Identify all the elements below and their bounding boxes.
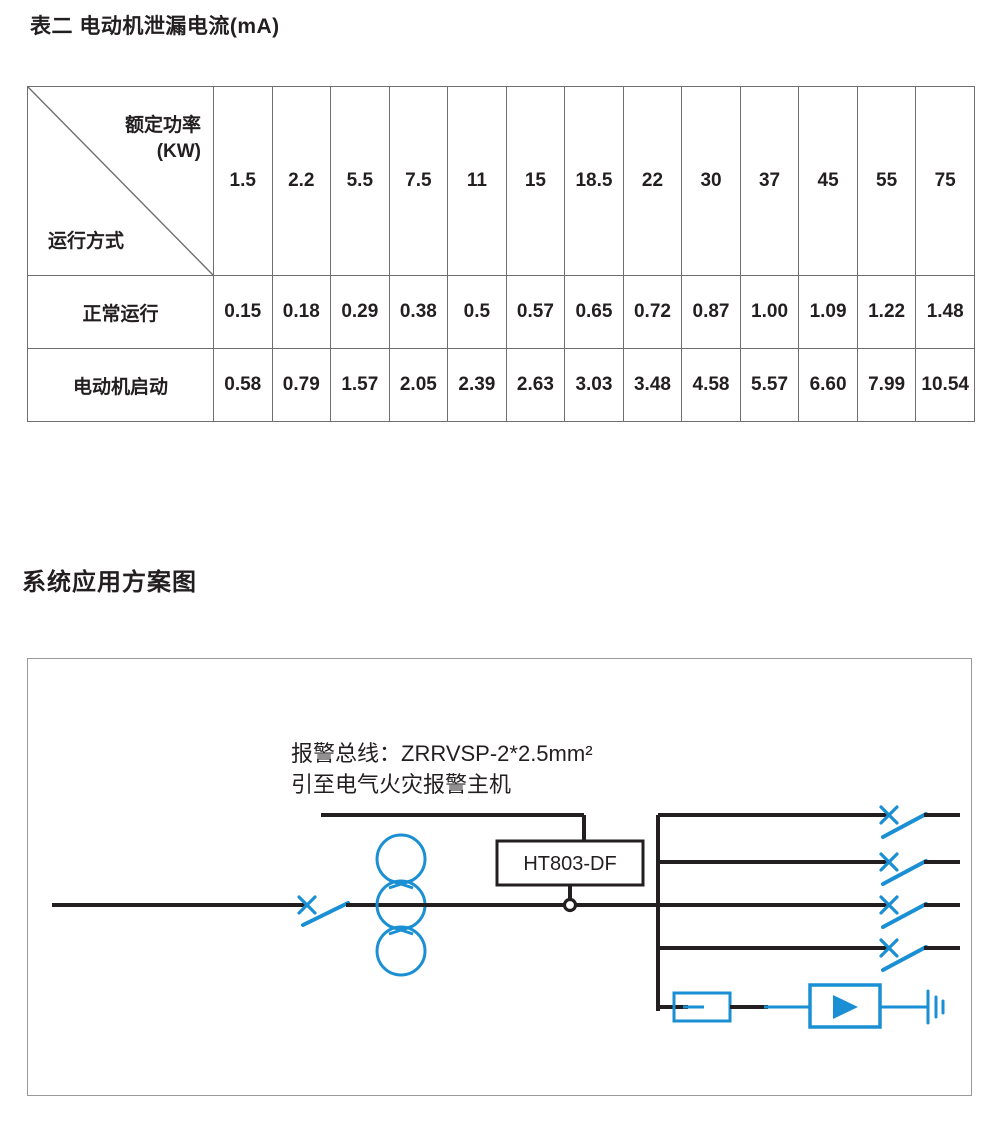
branch-switch-x-icon-4: [879, 938, 899, 958]
row-label: 正常运行: [27, 275, 214, 349]
branch-disconnect-switch-4: [881, 945, 928, 972]
table-header-row: 额定功率 (KW) 运行方式 1.5 2.2 5.5 7.5 11 15 18.…: [27, 86, 975, 276]
table-cell: 6.60: [798, 348, 858, 422]
branch-switch-x-icon-3: [879, 895, 899, 915]
column-header: 5.5: [330, 86, 390, 276]
table-cell: 0.79: [271, 348, 332, 422]
leakage-current-table: 额定功率 (KW) 运行方式 1.5 2.2 5.5 7.5 11 15 18.…: [27, 86, 975, 422]
table-cell: 0.5: [447, 275, 507, 349]
corner-bottom-label: 运行方式: [48, 231, 125, 252]
table-row: 电动机启动 0.58 0.79 1.57 2.05 2.39 2.63 3.03…: [27, 348, 975, 422]
junction-dot: [562, 897, 578, 913]
table-cell: 7.99: [856, 348, 917, 422]
table-cell: 0.65: [564, 275, 624, 349]
column-header: 2.2: [271, 86, 332, 276]
table-cell: 2.63: [505, 348, 566, 422]
branch-disconnect-switch-2: [881, 859, 928, 886]
branch-switch-x-icon-2: [879, 852, 899, 872]
alarm-bus-label: 报警总线：ZRRVSP-2*2.5mm² 引至电气火灾报警主机: [291, 738, 593, 800]
corner-top-label-line2: (KW): [156, 140, 201, 162]
table-title: 表二 电动机泄漏电流(mA): [30, 15, 280, 38]
table-cell: 0.72: [622, 275, 683, 349]
table-cell: 1.09: [798, 275, 858, 349]
table-cell: 0.18: [271, 275, 332, 349]
column-header: 15: [505, 86, 566, 276]
corner-top-label-line1: 额定功率: [124, 115, 201, 136]
table-cell: 1.00: [739, 275, 800, 349]
column-header: 55: [856, 86, 917, 276]
column-header: 18.5: [564, 86, 624, 276]
diagram-title: 系统应用方案图: [22, 569, 197, 596]
column-header: 75: [915, 86, 975, 276]
corner-top-label: 额定功率 (KW): [125, 113, 201, 164]
table-cell: 1.57: [330, 348, 390, 422]
table-cell: 3.03: [564, 348, 624, 422]
main-switch-x-icon: [297, 895, 317, 915]
table-corner-cell: 额定功率 (KW) 运行方式: [27, 86, 214, 276]
table-cell: 10.54: [915, 348, 975, 422]
main-disconnect-switch: [301, 901, 350, 927]
column-header: 11: [447, 86, 507, 276]
alarm-bus-label-line1: 报警总线：ZRRVSP-2*2.5mm²: [291, 741, 593, 766]
system-schematic: HT803-DF: [52, 805, 960, 1029]
column-header: 1.5: [213, 86, 273, 276]
column-header: 22: [622, 86, 683, 276]
row-label: 电动机启动: [27, 348, 214, 422]
table-cell: 0.29: [330, 275, 390, 349]
column-header: 37: [739, 86, 800, 276]
table-cell: 5.57: [739, 348, 800, 422]
table-cell: 2.05: [388, 348, 449, 422]
table-cell: 0.58: [213, 348, 273, 422]
branch-disconnect-switch-1: [881, 812, 928, 839]
column-header: 45: [798, 86, 858, 276]
table-cell: 1.22: [856, 275, 917, 349]
table-cell: 0.87: [681, 275, 741, 349]
branch-disconnect-switch-3: [881, 902, 928, 929]
current-transformer-icon: [375, 833, 427, 977]
diagram-frame: HT803-DF: [27, 658, 972, 1096]
table-row: 正常运行 0.15 0.18 0.29 0.38 0.5 0.57 0.65 0…: [27, 275, 975, 349]
branch-switch-x-icon-1: [879, 805, 899, 825]
table-cell: 2.39: [447, 348, 507, 422]
table-cell: 0.38: [388, 275, 449, 349]
load-direction-arrow-icon: [833, 995, 858, 1019]
table-cell: 1.48: [915, 275, 975, 349]
column-header: 7.5: [388, 86, 449, 276]
column-header: 30: [681, 86, 741, 276]
table-cell: 4.58: [681, 348, 741, 422]
detector-device-label: HT803-DF: [523, 853, 616, 875]
table-cell: 0.15: [213, 275, 273, 349]
alarm-bus-label-line2: 引至电气火灾报警主机: [291, 772, 512, 798]
table-cell: 3.48: [622, 348, 683, 422]
earth-ground-icon: [926, 989, 945, 1025]
table-cell: 0.57: [505, 275, 566, 349]
